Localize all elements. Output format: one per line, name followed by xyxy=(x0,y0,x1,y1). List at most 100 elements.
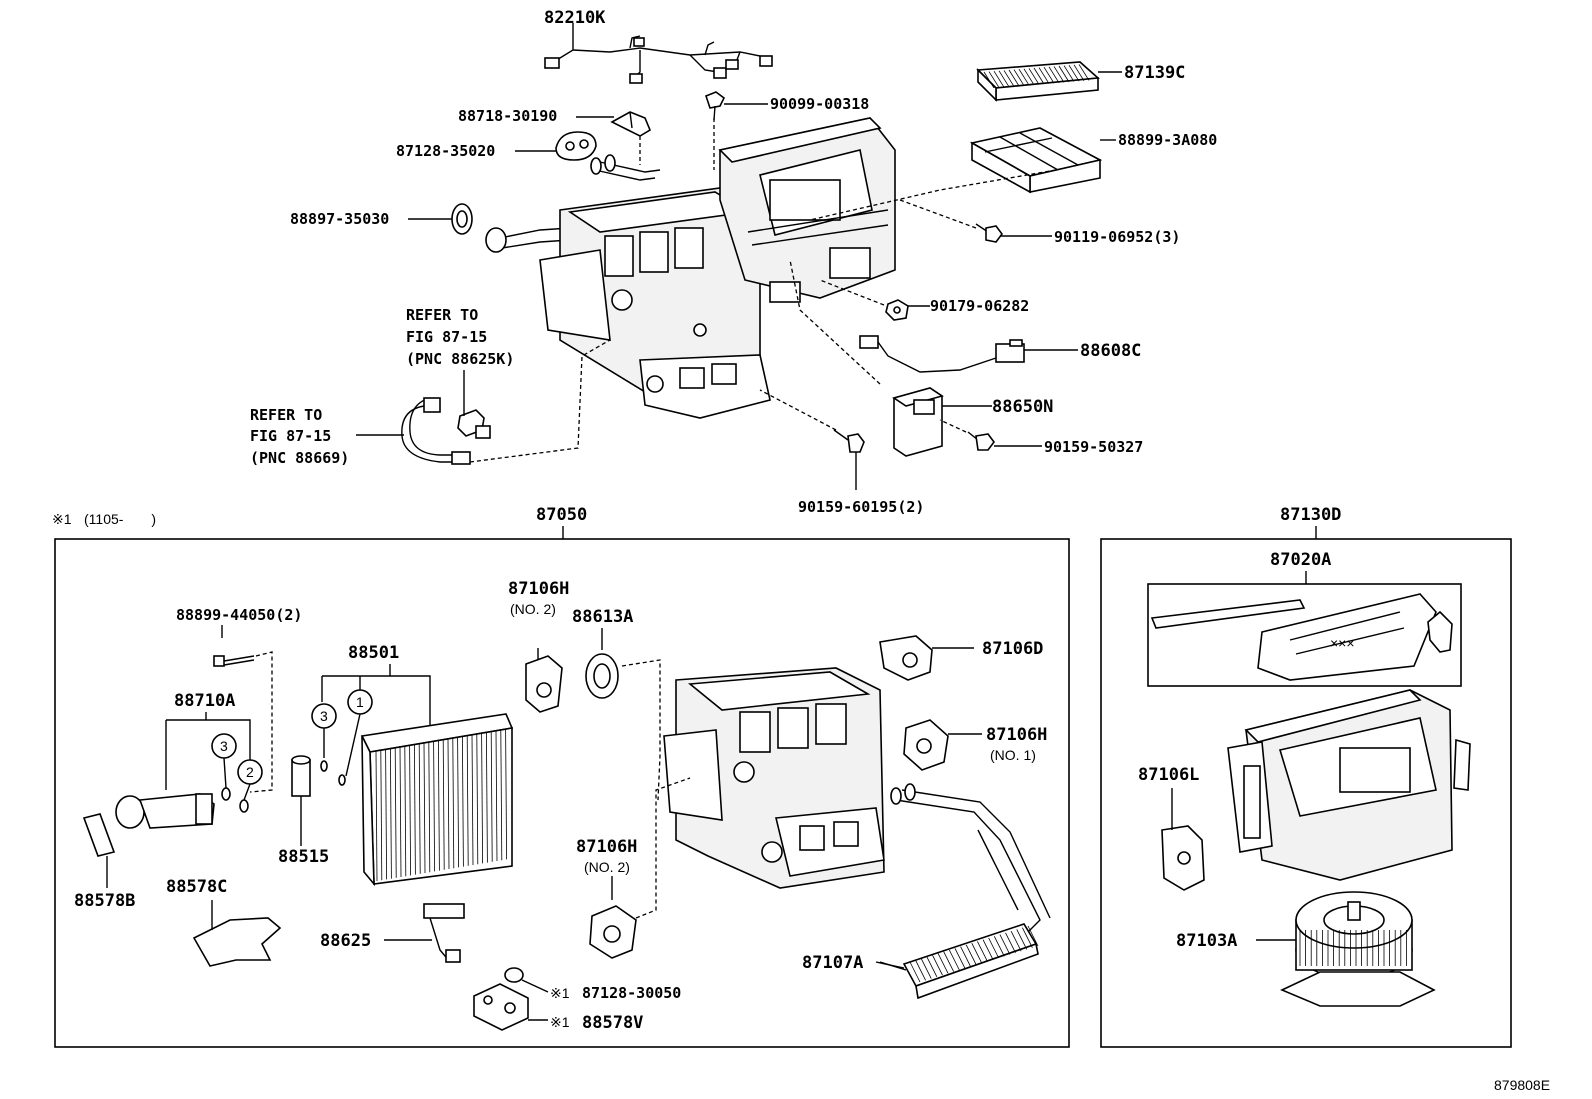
fin-line xyxy=(404,746,407,877)
label-88578b: 88578B xyxy=(74,891,135,911)
diagram-code: 879808E xyxy=(1494,1077,1550,1093)
fin-line xyxy=(909,961,921,983)
label-82210k: 82210K xyxy=(544,8,606,28)
fin-line xyxy=(442,739,445,870)
servo-87106h-no2-top-drawing xyxy=(525,648,563,713)
fin-line xyxy=(932,954,943,976)
label-88578c: 88578C xyxy=(166,877,227,897)
label-90099-00318: 90099-00318 xyxy=(770,95,869,113)
sensor-88625-drawing xyxy=(384,903,465,963)
fin-line xyxy=(495,730,498,862)
fin-line xyxy=(960,946,971,967)
fin-line xyxy=(977,941,988,962)
fin-line xyxy=(486,732,488,863)
fin-line xyxy=(943,951,955,972)
evaporator-88501-drawing xyxy=(321,664,514,887)
fin-line xyxy=(1023,68,1035,86)
note-prefix-88578v: ※1 xyxy=(550,1014,570,1030)
fin-line xyxy=(505,729,507,860)
valve-88710a-drawing xyxy=(115,712,251,829)
labels: 82210K 87139C 88718-30190 90099-00318 87… xyxy=(52,8,1550,1093)
fin-line xyxy=(1013,69,1025,86)
note-prefix-87128-30050: ※1 xyxy=(550,985,570,1001)
fin-line xyxy=(1038,67,1050,84)
blower-unit-box xyxy=(1100,538,1512,1048)
pad-88578c-drawing xyxy=(192,900,282,967)
fin-line xyxy=(926,956,938,978)
refer-note-b-line1: REFER TO xyxy=(250,406,322,424)
servo-87106h-no1-drawing xyxy=(903,719,982,771)
fin-line xyxy=(999,934,1011,955)
fin-line xyxy=(920,958,932,979)
label-87128-30050: 87128-30050 xyxy=(582,984,681,1002)
label-87107a: 87107A xyxy=(802,953,863,973)
label-87106h-no2-top: 87106H xyxy=(508,579,569,599)
label-88578v: 88578V xyxy=(582,1013,643,1033)
seal-87128-30050-drawing xyxy=(504,967,549,993)
label-87106l: 87106L xyxy=(1138,765,1199,785)
fin-line xyxy=(414,744,416,875)
grommet-87128-35020-drawing xyxy=(555,131,597,161)
label-90159-60195: 90159-60195(2) xyxy=(798,498,924,516)
label-88501: 88501 xyxy=(348,643,399,663)
label-90159-50327: 90159-50327 xyxy=(1044,438,1143,456)
fin-line xyxy=(915,960,926,981)
label-88710a: 88710A xyxy=(174,691,235,711)
refer-note-b-line2: FIG 87-15 xyxy=(250,427,331,445)
note-prefix: ※1 xyxy=(52,511,72,527)
sensor-hose-88669-drawing xyxy=(401,397,471,465)
cushion-88578v-drawing xyxy=(473,983,548,1031)
fin-line xyxy=(1016,929,1028,950)
note-range: (1105- ) xyxy=(84,511,156,527)
sensor-88625k-drawing xyxy=(457,409,491,439)
bolt-88899-44050-drawing xyxy=(213,625,273,793)
screw-90119-drawing xyxy=(975,223,1003,243)
fin-line xyxy=(500,730,503,861)
fin-line xyxy=(988,937,1000,959)
fin-line xyxy=(385,749,387,880)
fin-line xyxy=(423,742,426,874)
label-88625: 88625 xyxy=(320,931,371,951)
upper-leader-lines xyxy=(356,23,1122,490)
blower-case-drawing xyxy=(1227,689,1471,881)
heater-unit-box xyxy=(54,538,1070,1048)
label-88515: 88515 xyxy=(278,847,329,867)
amplifier-88650n-drawing xyxy=(892,387,944,457)
refer-note-a-line1: REFER TO xyxy=(406,306,478,324)
refer-note-a-line3: (PNC 88625K) xyxy=(406,350,514,368)
fin-line xyxy=(466,735,469,866)
fin-line xyxy=(380,750,383,881)
fin-line xyxy=(983,71,995,89)
label-88899-44050: 88899-44050(2) xyxy=(176,606,302,624)
circle-label-3b: 3 xyxy=(220,738,228,754)
screw-90159-60195-drawing xyxy=(833,429,865,453)
label-87106h-no1-sub: (NO. 1) xyxy=(990,747,1036,763)
label-87050: 87050 xyxy=(536,505,587,525)
hvac-assembly-upper-drawing xyxy=(485,117,896,419)
heater-case-lower-drawing xyxy=(663,667,885,889)
fin-line xyxy=(1027,925,1039,947)
label-87106h-no1: 87106H xyxy=(986,725,1047,745)
fin-line xyxy=(954,948,966,969)
servo-87106l-drawing xyxy=(1161,788,1205,891)
label-88608c: 88608C xyxy=(1080,341,1141,361)
pad-88578b-drawing xyxy=(82,813,116,888)
fin-line xyxy=(948,949,960,971)
circle-label-3a: 3 xyxy=(320,708,328,724)
fin-line xyxy=(447,738,450,870)
valve-88515-drawing xyxy=(291,755,346,846)
fin-line xyxy=(937,953,949,974)
label-87106h-no2-bottom-sub: (NO. 2) xyxy=(584,859,630,875)
servo-87106d-drawing xyxy=(879,635,974,681)
fin-line xyxy=(428,742,431,873)
fin-line xyxy=(971,942,983,964)
label-88899-3a080: 88899-3A080 xyxy=(1118,131,1217,149)
screw-90099-drawing xyxy=(705,91,726,121)
screw-90159-50327-drawing xyxy=(967,431,995,451)
label-88718-30190: 88718-30190 xyxy=(458,107,557,125)
wire-harness-82210k-drawing xyxy=(544,33,773,84)
fin-line xyxy=(452,738,455,869)
fin-line xyxy=(1022,927,1033,948)
fin-line xyxy=(1058,65,1070,83)
